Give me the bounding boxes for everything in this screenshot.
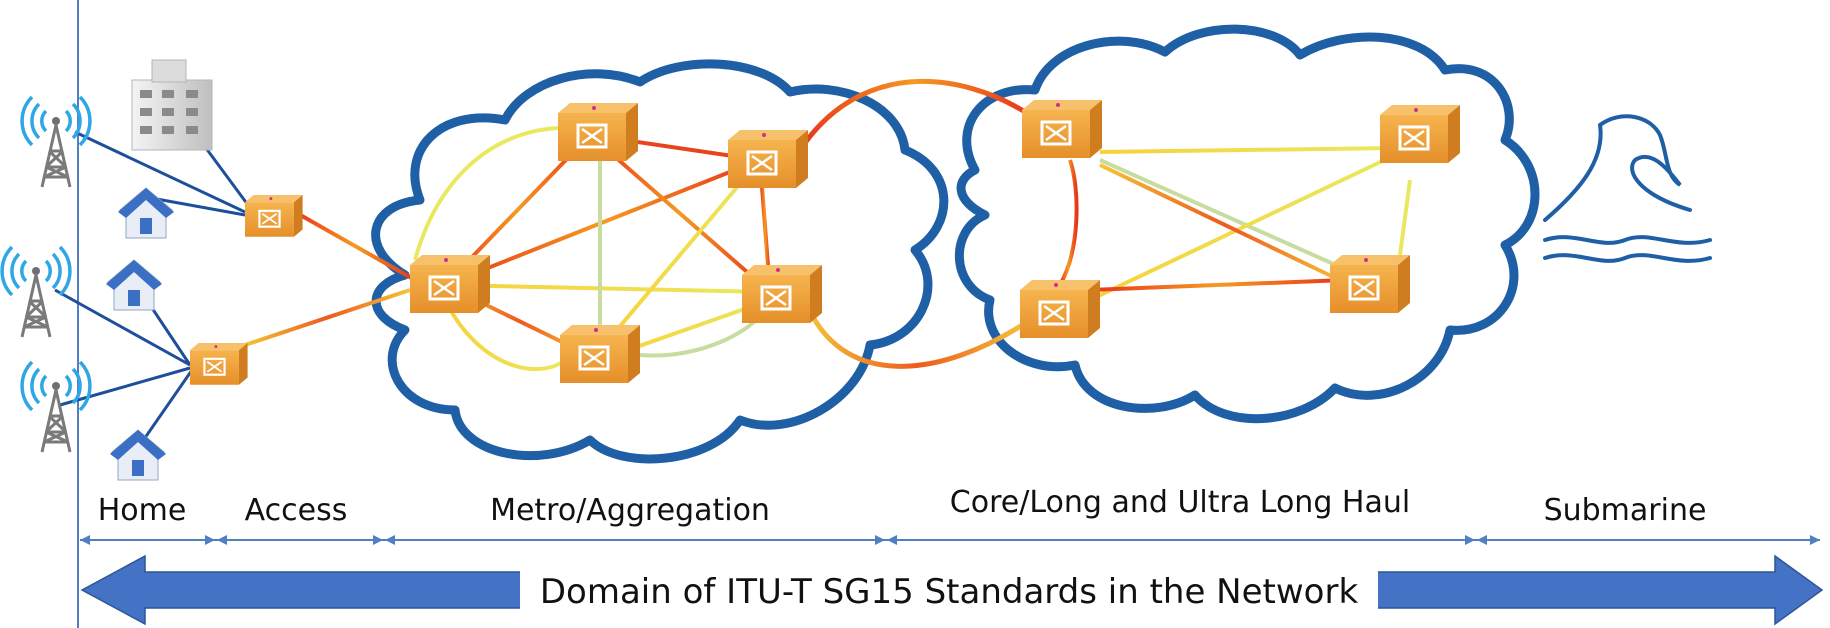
segment-label-home: Home [98,493,187,528]
network-node-icon [1378,103,1462,165]
network-node-icon [1018,278,1102,340]
network-node-icon [740,263,824,325]
banner-label: Domain of ITU-T SG15 Standards in the Ne… [540,572,1359,612]
access-links [244,210,416,347]
house-icon [117,187,175,239]
network-node-icon [188,341,249,386]
network-node-icon [1020,98,1104,160]
segment-label-access: Access [245,493,348,528]
cell-tower-icon [20,95,92,189]
network-node-icon [726,128,810,190]
home-links [54,130,250,446]
house-icon [105,259,163,311]
backbone-links [797,78,1032,369]
house-icon [109,429,167,481]
domain-dimension-line [80,535,1820,545]
segment-label-submarine: Submarine [1544,493,1707,528]
banner-label-box [520,570,1378,612]
network-node-icon [408,253,492,315]
segment-label-core: Core/Long and Ultra Long Haul [950,485,1410,520]
network-node-icon [243,193,304,238]
cell-tower-icon [20,360,92,454]
segment-label-metro: Metro/Aggregation [490,493,770,528]
network-node-icon [556,101,640,163]
building-icon [131,59,213,151]
network-node-icon [558,323,642,385]
wave-icon [1543,114,1712,263]
network-node-icon [1328,253,1412,315]
